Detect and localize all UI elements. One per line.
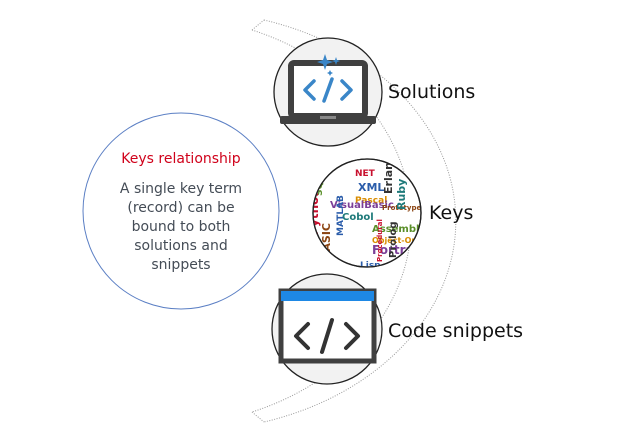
word-cloud-term: Ruby bbox=[395, 179, 408, 210]
word-cloud-term: Procedural bbox=[376, 219, 384, 262]
word-cloud-term: Prototype-based bbox=[382, 204, 448, 212]
word-cloud-term: Erlang bbox=[382, 154, 395, 194]
word-cloud-term: Object-Oriented bbox=[372, 236, 444, 245]
laptop-code-icon bbox=[280, 54, 376, 124]
info-body-line: solutions and bbox=[134, 238, 228, 254]
solutions-label: Solutions bbox=[388, 81, 476, 103]
word-cloud-term: NET bbox=[355, 169, 376, 179]
word-cloud-term: Assembly bbox=[372, 224, 426, 235]
info-circle bbox=[82, 112, 280, 310]
word-cloud-term: BASIC bbox=[320, 223, 333, 260]
info-body-line: bound to both bbox=[131, 219, 231, 235]
keys-label: Keys bbox=[429, 202, 474, 224]
solutions-icon-group bbox=[273, 37, 383, 147]
info-title: Keys relationship bbox=[121, 151, 241, 167]
word-cloud-term: Pascal bbox=[355, 196, 387, 206]
word-cloud-term: VisualBasic bbox=[330, 200, 394, 211]
code-snippets-label: Code snippets bbox=[388, 320, 524, 342]
word-cloud-term: MATLAB bbox=[336, 195, 346, 236]
code-snippets-icon-group bbox=[271, 273, 383, 385]
word-cloud-term: Lisp bbox=[360, 261, 381, 271]
sparkle-icon bbox=[317, 54, 340, 76]
info-body-line: snippets bbox=[151, 257, 211, 273]
word-cloud-term: Cobol bbox=[342, 212, 374, 223]
word-cloud-term: Python bbox=[307, 188, 321, 236]
keys-icon-group: NETXMLSQLPascalVisualBasicCobolPrototype… bbox=[307, 154, 448, 271]
word-cloud-term: XML bbox=[358, 181, 384, 194]
code-window-icon bbox=[278, 288, 377, 364]
word-cloud-term: Prolog bbox=[388, 221, 399, 258]
code-brackets-icon bbox=[294, 318, 360, 354]
code-brackets-icon bbox=[303, 77, 353, 103]
info-body-line: (record) can be bbox=[127, 200, 235, 216]
info-body-line: A single key term bbox=[119, 181, 243, 197]
info-body: A single key term (record) can be bound … bbox=[96, 180, 266, 275]
